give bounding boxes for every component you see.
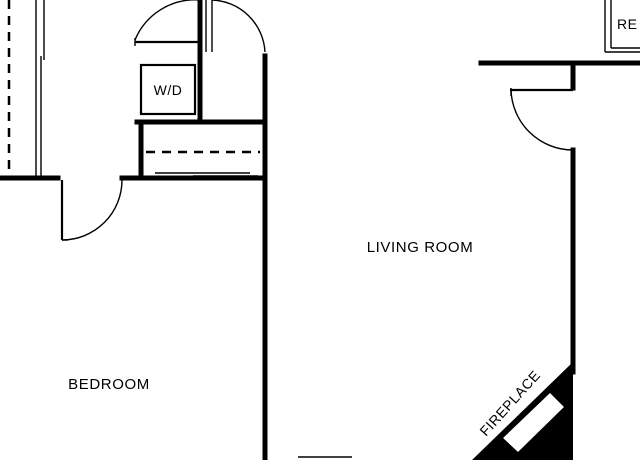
upper-door-swing-right: [211, 0, 266, 53]
bedroom-door: [0, 175, 268, 241]
right-door-swing: [510, 89, 574, 151]
partial-room-label: RE: [617, 16, 637, 32]
washer-dryer-box: [139, 63, 197, 116]
left-closet: [7, 0, 45, 180]
living-room-right-door: [478, 60, 640, 375]
living-room-label: LIVING ROOM: [367, 239, 474, 256]
upper-doors: [134, 0, 266, 53]
fireplace-hearth: [472, 362, 573, 460]
partial-room: RE: [604, 0, 640, 53]
laundry-closet: W/D: [134, 0, 268, 181]
fireplace-firebox: [500, 390, 567, 455]
washer-dryer-label: W/D: [154, 82, 183, 98]
fireplace: FIREPLACE: [472, 362, 573, 460]
bedroom-door-swing: [61, 179, 123, 241]
upper-door-swing: [134, 0, 200, 41]
bedroom-label: BEDROOM: [68, 376, 150, 393]
